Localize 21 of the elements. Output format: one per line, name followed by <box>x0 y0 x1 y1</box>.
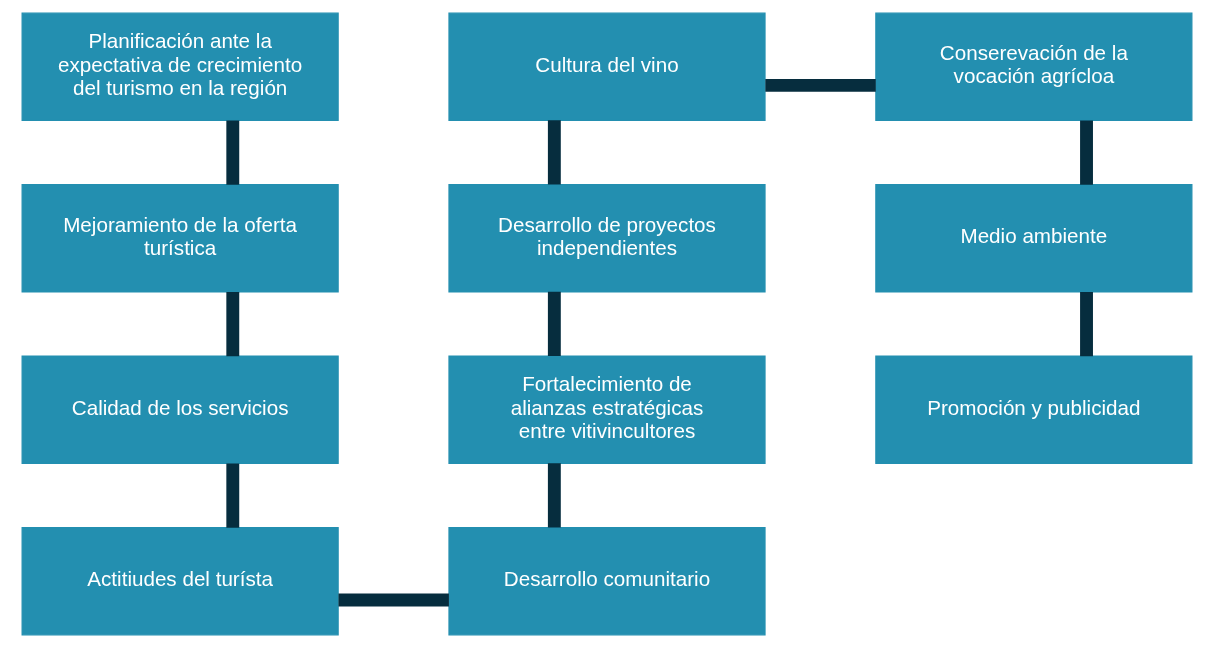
connector <box>765 78 876 92</box>
connector <box>1080 292 1093 357</box>
connector <box>338 593 449 607</box>
node-box: Mejoramiento de la oferta turística <box>21 184 339 293</box>
connector <box>547 291 561 356</box>
connector <box>226 463 240 528</box>
node-box: Promoción y publicidad <box>875 355 1193 464</box>
node-box: Planificación ante la expectativa de crecimiento del turismo en la región <box>21 12 339 121</box>
node-box: Desarrollo comunitario <box>448 527 766 636</box>
connector <box>226 292 240 357</box>
node-box: Cultura del vino <box>448 12 766 121</box>
connector <box>547 463 561 528</box>
node-box: Desarrollo de proyectos independientes <box>448 184 766 293</box>
node-box: Conserevación de la vocación agrícloa <box>875 12 1193 121</box>
node-box: Calidad de los servicios <box>21 355 339 464</box>
node-box: Fortalecimiento de alianzas estratégicas entre vitivincultores <box>448 355 766 464</box>
connector <box>547 120 561 185</box>
node-box: Medio ambiente <box>875 184 1193 293</box>
node-box: Actitiudes del turísta <box>21 527 339 636</box>
connector <box>226 120 240 185</box>
connector <box>1080 120 1093 185</box>
